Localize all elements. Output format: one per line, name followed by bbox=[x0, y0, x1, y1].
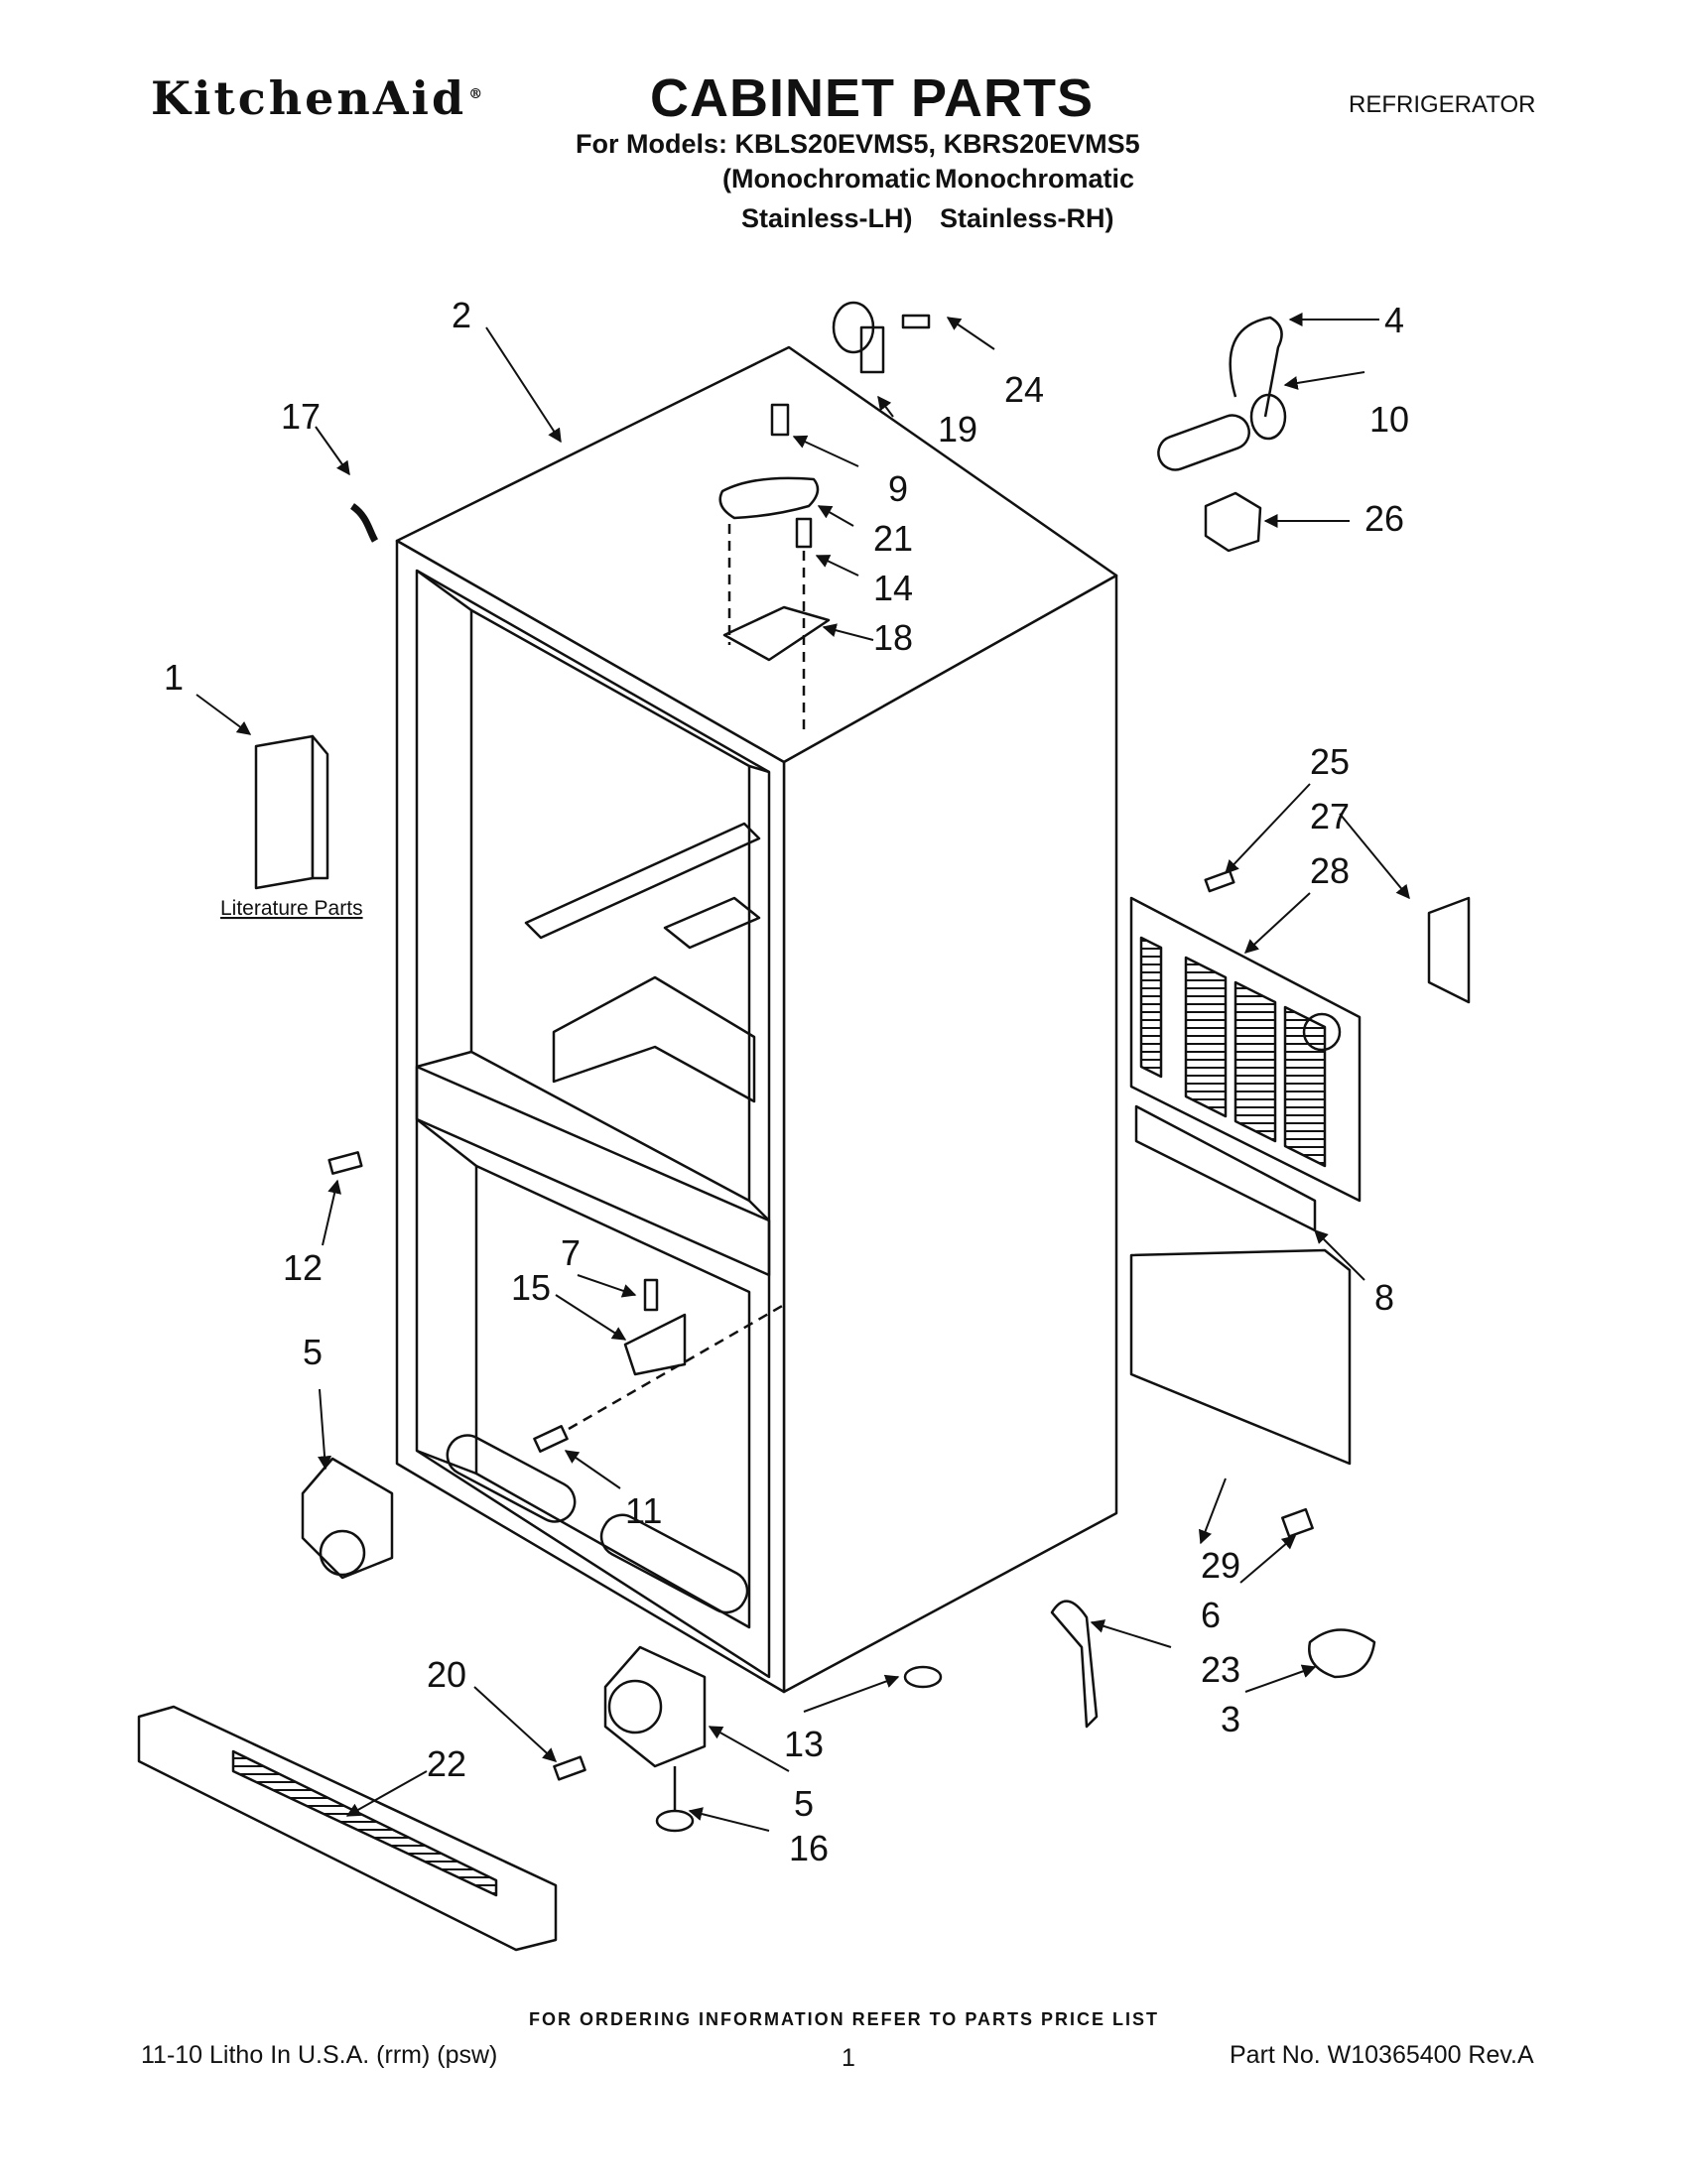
page-title: CABINET PARTS bbox=[650, 68, 1095, 128]
callout-19: 19 bbox=[938, 409, 977, 450]
part-12-screw bbox=[327, 1151, 363, 1175]
callout-21: 21 bbox=[873, 518, 913, 559]
model-description-lh-line1: (Monochromatic bbox=[722, 164, 932, 193]
callout-24: 24 bbox=[1004, 369, 1044, 410]
callout-16: 16 bbox=[789, 1828, 829, 1868]
callout-23: 23 bbox=[1201, 1649, 1240, 1690]
callout-6: 6 bbox=[1201, 1595, 1221, 1635]
part-23-wrench bbox=[1050, 1600, 1099, 1729]
part-17-tube bbox=[349, 503, 379, 543]
part-20-screw bbox=[553, 1755, 586, 1781]
part-19-hinge-cover bbox=[832, 301, 931, 374]
ordering-note: FOR ORDERING INFORMATION REFER TO PARTS … bbox=[528, 2009, 1159, 2029]
callout-20: 20 bbox=[427, 1654, 466, 1695]
brand-name: KitchenAid bbox=[151, 71, 467, 125]
part-3-bumper bbox=[1308, 1628, 1376, 1679]
toe-grille bbox=[137, 1705, 558, 1952]
roller-left bbox=[301, 1457, 394, 1580]
part-13-plug bbox=[903, 1665, 943, 1689]
callout-25: 25 bbox=[1310, 741, 1350, 782]
callout-14: 14 bbox=[873, 568, 913, 608]
callout-7: 7 bbox=[561, 1232, 581, 1273]
litho-info: 11-10 Litho In U.S.A. (rrm) (psw) bbox=[141, 2041, 498, 2069]
models-line: For Models: KBLS20EVMS5, KBRS20EVMS5 bbox=[576, 129, 1140, 159]
callout-26: 26 bbox=[1364, 498, 1404, 539]
callout-11: 11 bbox=[625, 1490, 662, 1531]
cabinet-shell bbox=[395, 345, 1118, 1694]
lower-hinge-assembly bbox=[533, 1278, 785, 1453]
callout-1: 1 bbox=[164, 657, 184, 698]
literature-parts-booklet bbox=[254, 734, 329, 890]
roller-right bbox=[603, 1645, 707, 1768]
literature-parts-label: Literature Parts bbox=[220, 897, 363, 920]
appliance-category: REFRIGERATOR bbox=[1349, 91, 1536, 118]
callout-8: 8 bbox=[1374, 1277, 1394, 1318]
model-description-lh-line2: Stainless-LH) bbox=[741, 203, 913, 233]
callout-22: 22 bbox=[427, 1743, 466, 1784]
callout-2: 2 bbox=[452, 295, 471, 335]
brand-logo: KitchenAid® bbox=[151, 71, 485, 125]
part-6-clip bbox=[1281, 1507, 1314, 1538]
machine-compartment-cover bbox=[1129, 869, 1471, 1203]
callout-10: 10 bbox=[1369, 399, 1409, 440]
callout-18: 18 bbox=[873, 617, 913, 658]
callout-9: 9 bbox=[888, 468, 908, 509]
callout-15: 15 bbox=[511, 1267, 551, 1308]
callout-27: 27 bbox=[1310, 796, 1350, 836]
model-description-rh-line1: Monochromatic bbox=[935, 164, 1135, 193]
part-16-leveler bbox=[655, 1809, 695, 1833]
model-description-rh-line2: Stainless-RH) bbox=[940, 203, 1114, 233]
callout-28: 28 bbox=[1310, 850, 1350, 891]
callout-13: 13 bbox=[784, 1724, 824, 1764]
callout-3: 3 bbox=[1221, 1699, 1240, 1739]
registered-mark: ® bbox=[468, 85, 486, 102]
callout-5-left: 5 bbox=[303, 1332, 323, 1372]
callout-29: 29 bbox=[1201, 1545, 1240, 1586]
base-panels bbox=[1129, 1104, 1352, 1466]
callout-12: 12 bbox=[283, 1247, 323, 1288]
page-number: 1 bbox=[842, 2044, 855, 2072]
callout-5-right: 5 bbox=[794, 1783, 814, 1824]
callout-4: 4 bbox=[1384, 300, 1404, 340]
water-line-assembly bbox=[1157, 316, 1287, 553]
top-hinge-assembly bbox=[718, 403, 831, 734]
part-number: Part No. W10365400 Rev.A bbox=[1230, 2041, 1534, 2069]
callout-17: 17 bbox=[281, 396, 321, 437]
